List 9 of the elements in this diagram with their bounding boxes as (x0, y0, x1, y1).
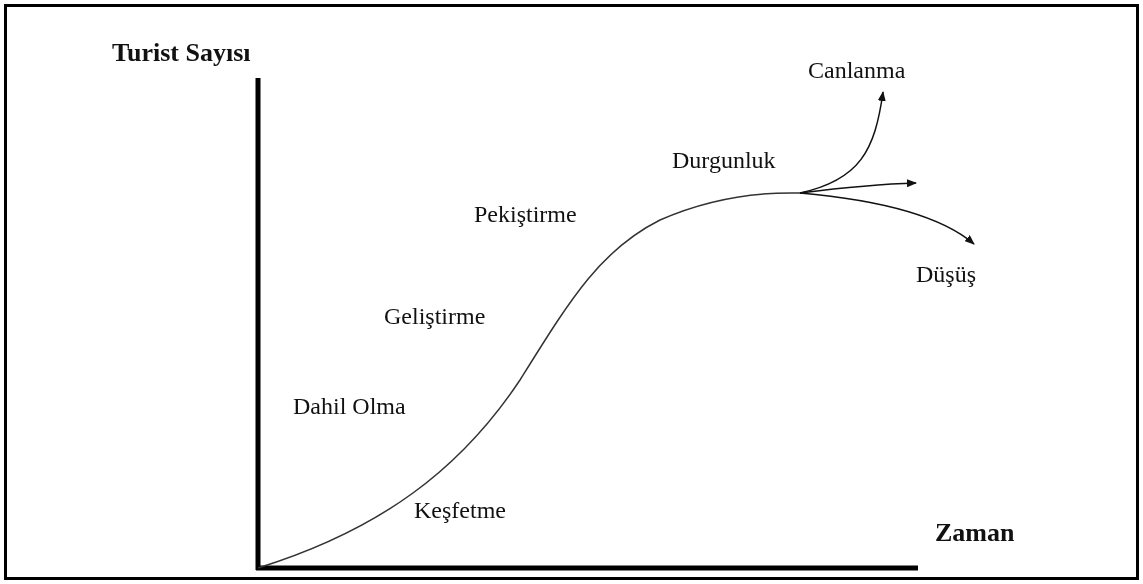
stage-label: Keşfetme (414, 498, 506, 522)
axis-title: Turist Sayısı (112, 40, 251, 66)
stage-label: Dahil Olma (293, 394, 406, 418)
stage-label: Düşüş (916, 262, 976, 286)
axis-title: Zaman (935, 520, 1015, 546)
stage-label: Durgunluk (672, 148, 776, 172)
stage-label: Geliştirme (384, 304, 486, 328)
stage-label: Pekiştirme (474, 202, 577, 226)
stage-label: Canlanma (808, 58, 906, 82)
